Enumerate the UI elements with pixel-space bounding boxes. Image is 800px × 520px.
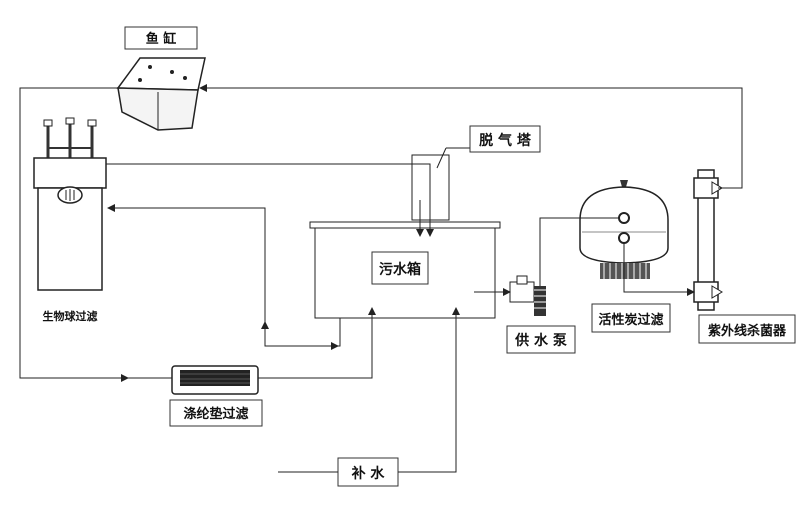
polyester-filter-icon <box>171 365 259 395</box>
carbon-filter-label: 活性炭过滤 <box>598 312 663 328</box>
fish-tank-label-box <box>124 26 198 50</box>
degassing-tower-label: 脱 气 塔 <box>479 132 532 149</box>
degassing-tower-label-box <box>469 125 541 153</box>
supply-pump-label-box <box>506 325 576 354</box>
bio-filter-label: 生物球过滤 <box>43 309 98 323</box>
makeup-water-label-box <box>337 457 399 487</box>
uv-sterilizer-label-box <box>698 314 796 344</box>
polyester-filter-label-box <box>169 399 263 427</box>
uv-sterilizer-label: 紫外线杀菌器 <box>708 323 787 339</box>
sewage-tank-rim <box>309 221 501 229</box>
carbon-filter-icon <box>579 180 669 279</box>
supply-pump-icon <box>509 275 546 316</box>
fish-tank-icon <box>116 57 206 131</box>
fish-tank-label: 鱼 缸 <box>146 31 177 47</box>
bio-filter-icon <box>33 117 107 291</box>
supply-pump-label: 供 水 泵 <box>514 332 567 349</box>
uv-sterilizer-icon <box>693 169 723 311</box>
polyester-filter-label: 涤纶垫过滤 <box>183 406 248 422</box>
sewage-tank-label-box <box>371 251 429 285</box>
makeup-water-label: 补 水 <box>351 465 386 482</box>
flow-lines <box>19 84 743 473</box>
carbon-filter-label-box <box>591 303 671 333</box>
sewage-tank-label: 污水箱 <box>379 261 421 278</box>
